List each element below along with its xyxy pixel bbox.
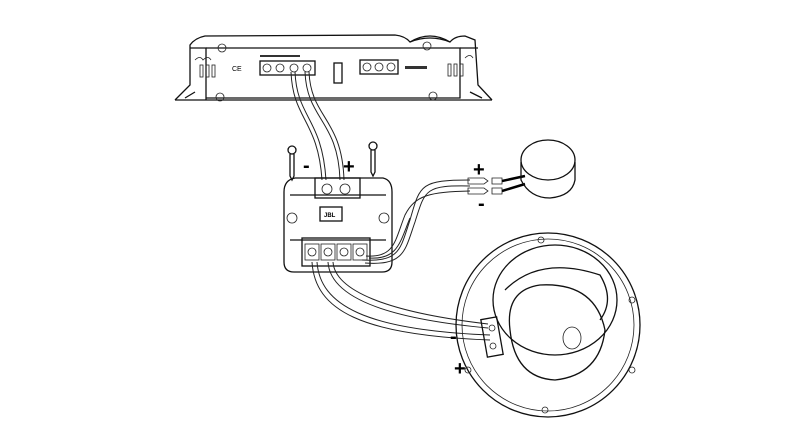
crossover: JBL [283, 177, 393, 273]
tweeter [520, 139, 576, 199]
tweeter-connectors [467, 177, 503, 195]
jbl-logo [319, 206, 343, 222]
crossover-input-plus: + [343, 156, 355, 178]
mounting-screw-right [368, 141, 378, 178]
ce-mark: CE [232, 66, 242, 73]
crossover-input-minus: - [303, 155, 310, 177]
woofer-minus: - [450, 326, 457, 348]
woofer [455, 232, 641, 418]
woofer-terminals [480, 316, 504, 358]
tweeter-plus: + [473, 159, 485, 181]
amplifier: CE [174, 34, 493, 102]
fuse [333, 62, 343, 84]
svg-text:JBL: JBL [324, 213, 336, 219]
speaker-output-terminals [259, 55, 316, 76]
heatsink-fins-right [447, 63, 464, 77]
tweeter-minus: - [478, 193, 485, 215]
power-terminals [359, 59, 399, 75]
mounting-screw-left [287, 145, 297, 182]
woofer-plus: + [454, 358, 466, 380]
heatsink-fins-left [199, 64, 216, 78]
